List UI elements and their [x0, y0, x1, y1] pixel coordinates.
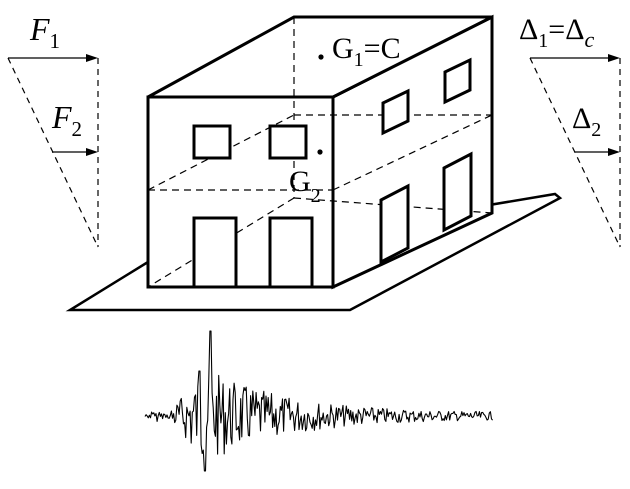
force-diagram [7, 54, 99, 248]
side-window-right [443, 57, 472, 105]
g1-point [318, 54, 324, 60]
seismogram-trace [144, 330, 494, 472]
side-door-right [442, 151, 473, 233]
side-window-left [381, 88, 410, 136]
g2-label: G2 [289, 165, 321, 207]
g1c-label: G1=C [332, 32, 401, 71]
front-window-right [268, 124, 308, 160]
f2-label: F2 [51, 99, 82, 141]
front-window-left [192, 124, 232, 160]
g2-point [317, 149, 323, 155]
front-door-right [268, 216, 314, 289]
f2-arrowhead [86, 148, 98, 156]
delta1-label: Δ1=Δc [519, 13, 595, 52]
f1-label: F1 [29, 11, 60, 53]
delta2-arrowhead [608, 148, 620, 156]
f1-arrowhead [86, 54, 98, 62]
side-door-left [379, 183, 410, 265]
delta1-arrowhead [608, 54, 620, 62]
displacement-diagram [529, 54, 621, 248]
delta2-label: Δ2 [572, 102, 601, 141]
front-door-left [192, 216, 238, 289]
building [146, 14, 494, 290]
